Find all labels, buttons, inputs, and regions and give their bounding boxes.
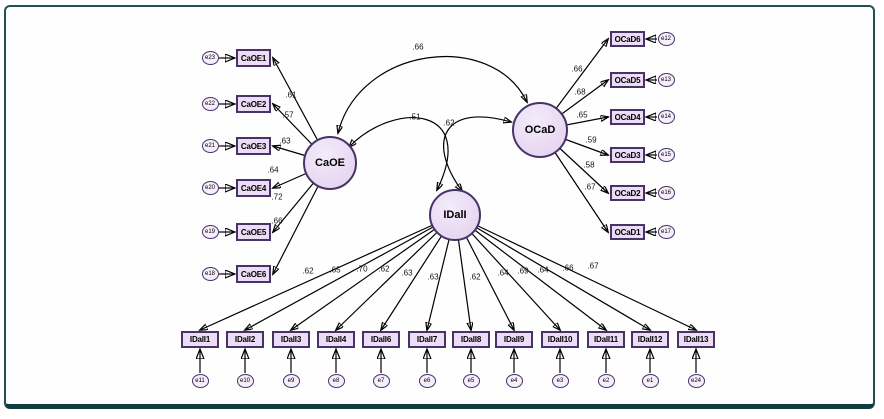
- indicator-caoe6: CaOE6: [236, 265, 271, 283]
- loading-arrow: [245, 214, 456, 330]
- indicator-ocad4: OCaD4: [610, 109, 645, 125]
- latent-idali: IDalI: [429, 189, 481, 241]
- indicator-idali8: IDalI8: [452, 331, 490, 348]
- error-term-e4: e4: [505, 374, 523, 388]
- indicator-idali2: IDalI2: [226, 331, 264, 348]
- loading-label-caoe5: .72: [271, 192, 283, 202]
- latent-caoe: CaOE: [303, 136, 357, 190]
- error-term-e17: e17: [657, 225, 675, 239]
- indicator-ocad6: OCaD6: [610, 31, 645, 47]
- indicator-idali11: IDalI11: [587, 331, 625, 348]
- loading-arrow: [200, 214, 456, 330]
- loading-label-idali7: .63: [427, 272, 439, 282]
- loading-label-caoe1: .61: [285, 90, 297, 100]
- indicator-ocad2: OCaD2: [610, 185, 645, 201]
- covariance-label-caoe-idali: .51: [409, 112, 421, 122]
- error-term-e1: e1: [641, 374, 659, 388]
- indicator-idali9: IDalI9: [495, 331, 533, 348]
- loading-label-idali9: .64: [497, 268, 509, 278]
- error-term-e19: e19: [201, 225, 219, 239]
- covariance-label-caoe-ocad: .66: [412, 42, 424, 52]
- loading-label-caoe2: .57: [282, 110, 294, 120]
- error-term-e12: e12: [657, 32, 675, 46]
- loading-label-ocad2: .58: [583, 160, 595, 170]
- indicator-caoe2: CaOE2: [236, 95, 271, 113]
- error-term-e6: e6: [418, 374, 436, 388]
- indicator-ocad3: OCaD3: [610, 147, 645, 163]
- loading-label-idali4: .62: [378, 264, 390, 274]
- loading-arrow: [291, 214, 456, 330]
- latent-ocad: OCaD: [512, 102, 568, 158]
- loading-label-idali1: .62: [302, 266, 314, 276]
- error-term-e22: e22: [201, 97, 219, 111]
- loading-label-idali12: .66: [562, 263, 574, 273]
- error-term-e7: e7: [372, 374, 390, 388]
- loading-label-idali11: .64: [537, 265, 549, 275]
- error-term-e10: e10: [236, 374, 254, 388]
- indicator-idali10: IDalI10: [541, 331, 579, 348]
- indicator-idali7: IDalI7: [408, 331, 446, 348]
- covariance-label-ocad-idali: .62: [443, 118, 455, 128]
- error-term-e21: e21: [201, 139, 219, 153]
- error-term-e14: e14: [657, 110, 675, 124]
- indicator-idali12: IDalI12: [631, 331, 669, 348]
- error-term-e20: e20: [201, 181, 219, 195]
- loading-arrow: [454, 214, 606, 330]
- indicator-idali3: IDalI3: [272, 331, 310, 348]
- indicator-idali13: IDalI13: [677, 331, 715, 348]
- error-term-e23: e23: [201, 51, 219, 65]
- error-term-e13: e13: [657, 73, 675, 87]
- loading-label-ocad1: .67: [584, 182, 596, 192]
- loading-label-ocad3: .59: [585, 135, 597, 145]
- covariance-arc-ocad-idali: [443, 116, 511, 191]
- loading-label-caoe3: .63: [279, 136, 291, 146]
- error-term-e18: e18: [201, 267, 219, 281]
- indicator-ocad1: OCaD1: [610, 224, 645, 240]
- covariance-arc-caoe-ocad: [338, 56, 527, 133]
- indicator-caoe1: CaOE1: [236, 49, 271, 67]
- error-term-e11: e11: [191, 374, 209, 388]
- indicator-ocad5: OCaD5: [610, 72, 645, 88]
- loading-label-caoe6: .66: [271, 216, 283, 226]
- indicator-idali6: IDalI6: [362, 331, 400, 348]
- loading-label-ocad6: .66: [571, 64, 583, 74]
- loading-label-ocad4: .65: [576, 110, 588, 120]
- loading-label-idali13: .67: [587, 261, 599, 271]
- error-term-e5: e5: [462, 374, 480, 388]
- loading-arrow: [454, 214, 650, 330]
- loading-label-idali10: .69: [517, 266, 529, 276]
- loading-label-idali3: .70: [356, 264, 368, 274]
- error-term-e15: e15: [657, 148, 675, 162]
- indicator-caoe5: CaOE5: [236, 223, 271, 241]
- indicator-idali1: IDalI1: [181, 331, 219, 348]
- error-term-e16: e16: [657, 186, 675, 200]
- loading-label-idali2: .65: [329, 265, 341, 275]
- error-term-e24: e24: [687, 374, 705, 388]
- loading-arrow: [336, 214, 456, 330]
- loading-label-idali8: .62: [469, 272, 481, 282]
- error-term-e2: e2: [597, 374, 615, 388]
- error-term-e3: e3: [551, 374, 569, 388]
- indicator-caoe3: CaOE3: [236, 137, 271, 155]
- indicator-caoe4: CaOE4: [236, 179, 271, 197]
- loading-arrow: [454, 214, 696, 330]
- indicator-idali4: IDalI4: [317, 331, 355, 348]
- error-term-e9: e9: [282, 374, 300, 388]
- loading-label-caoe4: .64: [267, 165, 279, 175]
- loading-label-idali6: .63: [401, 268, 413, 278]
- loading-label-ocad5: .68: [574, 87, 586, 97]
- error-term-e8: e8: [327, 374, 345, 388]
